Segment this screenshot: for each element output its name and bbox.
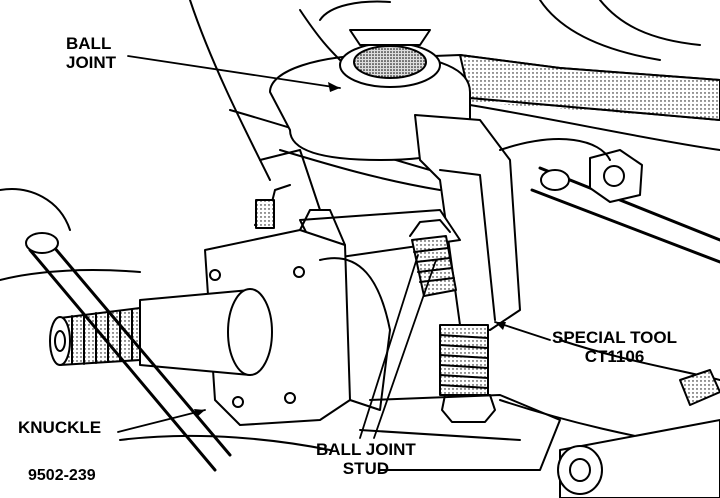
knuckle [204, 149, 391, 426]
adjuster-bolt [499, 138, 643, 203]
spindle [49, 288, 273, 376]
ball-joint-stud-label-line-1: BALL JOINT [316, 440, 416, 459]
ball-joint-label-line-1: BALL [66, 34, 112, 53]
special-tool-label-line-1: SPECIAL TOOL [552, 328, 678, 347]
ball-joint-stud-label-line-2: STUD [342, 459, 390, 478]
ball-joint-stud-label: BALL JOINT STUD [316, 440, 416, 478]
special-tool-label-line-2: CT1106 [584, 347, 645, 366]
arrowheads [194, 82, 506, 417]
ball-joint-label: BALL JOINT [66, 34, 116, 72]
figure-number: 9502-239 [28, 467, 96, 484]
leader-lines [117, 55, 551, 439]
special-tool-label: SPECIAL TOOL CT1106 [552, 328, 677, 366]
knuckle-label: KNUCKLE [18, 418, 102, 437]
tie-rods [25, 166, 720, 472]
ball-joint-label-line-2: JOINT [66, 53, 117, 72]
lower-bushing [557, 369, 720, 498]
lower-frame [119, 394, 561, 471]
special-tool [299, 114, 521, 423]
